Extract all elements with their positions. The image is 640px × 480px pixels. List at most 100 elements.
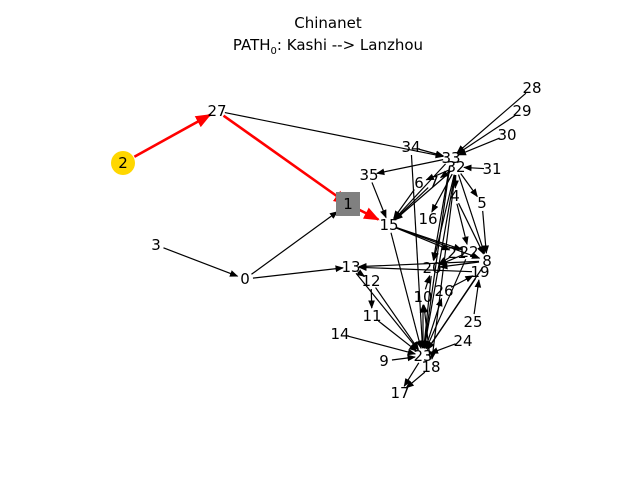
node-27: 27 <box>207 102 226 120</box>
node-label-25: 25 <box>463 313 482 331</box>
node-label-35: 35 <box>359 166 378 184</box>
node-10: 10 <box>413 288 432 306</box>
node-label-4: 4 <box>450 187 460 205</box>
target-node-marker <box>336 192 360 216</box>
node-31: 31 <box>482 160 501 178</box>
node-label-3: 3 <box>151 236 161 254</box>
edge-22-23 <box>425 259 467 350</box>
edge-29-33 <box>456 114 516 155</box>
path-subtitle: PATH0: Kashi --> Lanzhou <box>233 36 423 57</box>
edge-3-0 <box>163 247 239 277</box>
node-15: 15 <box>379 216 398 234</box>
edge-4-22 <box>456 203 469 246</box>
edge-35-15 <box>371 182 387 219</box>
edge-32-15 <box>394 171 451 221</box>
node-18: 18 <box>421 358 440 376</box>
edge-15-21 <box>396 227 451 251</box>
node-label-8: 8 <box>482 252 492 270</box>
node-25: 25 <box>463 313 482 331</box>
node-label-15: 15 <box>379 216 398 234</box>
node-22: 22 <box>459 243 478 261</box>
edge-32-5 <box>460 173 478 198</box>
node-29: 29 <box>512 102 531 120</box>
node-33: 33 <box>441 149 460 167</box>
edge-25-19 <box>473 279 482 315</box>
node-17: 17 <box>390 384 409 402</box>
node-label-19: 19 <box>470 263 489 281</box>
edge-34-33 <box>418 148 445 158</box>
node-label-0: 0 <box>240 270 250 288</box>
node-label-14: 14 <box>330 325 349 343</box>
node-label-27: 27 <box>207 102 226 120</box>
node-24: 24 <box>453 332 472 350</box>
node-16: 16 <box>418 210 437 228</box>
edge-15-23 <box>390 232 423 350</box>
edge-28-33 <box>456 92 527 154</box>
edge-8-23 <box>426 267 484 351</box>
source-node-marker <box>111 151 135 175</box>
edge-13-23 <box>355 272 419 351</box>
node-label-30: 30 <box>497 126 516 144</box>
node-label-23: 23 <box>413 347 432 365</box>
edge-31-32 <box>463 164 485 172</box>
edge-32-20 <box>432 174 455 262</box>
edge-10-20 <box>424 274 431 290</box>
node-label-21: 21 <box>447 244 466 262</box>
node-label-11: 11 <box>362 307 381 325</box>
path-subtitle-route: : Kashi --> Lanzhou <box>277 36 423 54</box>
node-label-6: 6 <box>414 174 424 192</box>
node-label-5: 5 <box>477 194 487 212</box>
edge-27-33 <box>224 111 444 159</box>
edge-32-8 <box>457 174 486 255</box>
node-label-24: 24 <box>453 332 472 350</box>
edge-8-13 <box>358 260 480 270</box>
node-21: 21 <box>447 244 466 262</box>
node-28: 28 <box>522 79 541 97</box>
node-12: 12 <box>361 272 380 290</box>
node-label-1: 1 <box>343 195 353 213</box>
edge-18-17 <box>405 371 426 389</box>
node-26: 26 <box>434 282 453 300</box>
node-11: 11 <box>362 307 381 325</box>
node-label-33: 33 <box>441 149 460 167</box>
node-5: 5 <box>477 194 487 212</box>
path-edge-1-15 <box>358 207 380 221</box>
edge-8-20 <box>439 261 480 270</box>
edge-33-35 <box>376 159 444 176</box>
node-23: 23 <box>413 347 432 365</box>
node-label-26: 26 <box>434 282 453 300</box>
node-label-9: 9 <box>379 352 389 370</box>
node-8: 8 <box>482 252 492 270</box>
node-label-28: 28 <box>522 79 541 97</box>
node-0: 0 <box>240 270 250 288</box>
path-edge-27-1 <box>222 114 350 206</box>
edge-13-12 <box>356 269 366 277</box>
node-20: 20 <box>422 259 441 277</box>
node-32: 32 <box>446 158 465 176</box>
node-3: 3 <box>151 236 161 254</box>
path-subtitle-prefix: PATH <box>233 36 271 54</box>
node-6: 6 <box>414 174 424 192</box>
node-19: 19 <box>470 263 489 281</box>
edge-9-23 <box>391 354 416 362</box>
edge-0-1 <box>251 211 339 275</box>
node-1: 1 <box>336 192 360 216</box>
node-14: 14 <box>330 325 349 343</box>
path-edge-layer <box>133 113 380 221</box>
edge-5-8 <box>482 210 490 254</box>
node-35: 35 <box>359 166 378 184</box>
node-label-7: 7 <box>429 173 439 191</box>
node-label-12: 12 <box>361 272 380 290</box>
edge-14-23 <box>347 335 417 356</box>
node-label-10: 10 <box>413 288 432 306</box>
edge-19-13 <box>358 264 473 273</box>
node-label-29: 29 <box>512 102 531 120</box>
edge-32-16 <box>431 173 453 213</box>
node-label-32: 32 <box>446 158 465 176</box>
node-7: 7 <box>429 173 439 191</box>
node-9: 9 <box>379 352 389 370</box>
edge-33-15 <box>393 163 447 220</box>
node-30: 30 <box>497 126 516 144</box>
edge-34-23 <box>410 154 426 349</box>
